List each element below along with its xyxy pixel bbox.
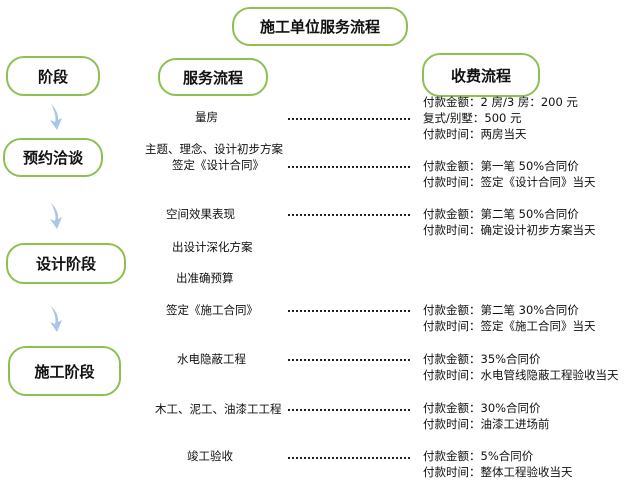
dotted-leader	[288, 166, 410, 168]
dotted-leader	[288, 457, 410, 459]
stage-header-label: 阶段	[37, 67, 68, 86]
fee-time: 付款时间：整体工程验收当天	[423, 465, 573, 479]
service-item: 签定《设计合同》	[172, 158, 264, 172]
fee-block: 付款金额：第二笔 30%合同价 付款时间：签定《施工合同》当天	[423, 302, 596, 334]
title-box: 施工单位服务流程	[232, 7, 408, 46]
arrow-down-icon	[50, 306, 62, 332]
fee-block: 付款金额：2 房/3 房：200 元 复式/别墅：500 元 付款时间：两房当天	[423, 94, 578, 142]
stage-box: 预约洽谈	[3, 138, 103, 177]
stage-box: 设计阶段	[6, 243, 126, 284]
fee-block: 付款金额：第一笔 50%合同价 付款时间：签定《设计合同》当天	[423, 158, 596, 190]
dotted-leader	[288, 359, 410, 361]
fee-amount: 付款金额：第二笔 50%合同价	[423, 207, 579, 221]
fee-amount: 复式/别墅：500 元	[423, 111, 522, 125]
fee-amount: 付款金额：5%合同价	[423, 449, 534, 463]
dotted-leader	[288, 118, 410, 120]
fee-time: 付款时间：水电管线隐蔽工程验收当天	[423, 368, 619, 382]
service-item: 量房	[195, 110, 218, 124]
service-item: 签定《施工合同》	[166, 303, 258, 317]
fee-amount: 付款金额：第二笔 30%合同价	[423, 303, 579, 317]
stage-label: 施工阶段	[34, 362, 95, 381]
stage-header: 阶段	[6, 56, 100, 96]
service-item: 木工、泥工、油漆工工程	[155, 402, 282, 416]
service-header: 服务流程	[158, 58, 268, 96]
fee-header-label: 收费流程	[450, 66, 511, 85]
arrow-down-icon	[50, 203, 62, 229]
dotted-leader	[288, 409, 410, 411]
fee-amount: 付款金额：35%合同价	[423, 352, 541, 366]
service-item: 竣工验收	[187, 449, 233, 463]
fee-block: 付款金额：5%合同价 付款时间：整体工程验收当天	[423, 448, 573, 480]
stage-box: 施工阶段	[8, 346, 121, 396]
dotted-leader	[288, 310, 410, 312]
service-item: 水电隐蔽工程	[177, 352, 246, 366]
fee-block: 付款金额：35%合同价 付款时间：水电管线隐蔽工程验收当天	[423, 351, 619, 383]
service-item: 空间效果表现	[166, 207, 235, 221]
fee-time: 付款时间：两房当天	[423, 127, 527, 141]
arrow-down-icon	[50, 104, 62, 130]
fee-block: 付款金额：第二笔 50%合同价 付款时间：确定设计初步方案当天	[423, 206, 596, 238]
fee-time: 付款时间：签定《施工合同》当天	[423, 319, 596, 333]
fee-time: 付款时间：油漆工进场前	[423, 417, 550, 431]
service-item: 出准确预算	[176, 271, 234, 285]
service-header-label: 服务流程	[182, 68, 243, 87]
fee-block: 付款金额：30%合同价 付款时间：油漆工进场前	[423, 400, 550, 432]
fee-time: 付款时间：确定设计初步方案当天	[423, 223, 596, 237]
title: 施工单位服务流程	[259, 18, 380, 36]
stage-label: 设计阶段	[35, 255, 96, 273]
dotted-leader	[288, 214, 410, 216]
fee-time: 付款时间：签定《设计合同》当天	[423, 175, 596, 189]
fee-amount: 付款金额：第一笔 50%合同价	[423, 159, 579, 173]
service-item: 出设计深化方案	[172, 240, 253, 254]
fee-header: 收费流程	[422, 53, 540, 97]
service-item: 主题、理念、设计初步方案	[145, 142, 283, 156]
fee-amount: 付款金额：2 房/3 房：200 元	[423, 95, 578, 109]
fee-amount: 付款金额：30%合同价	[423, 401, 541, 415]
stage-label: 预约洽谈	[22, 149, 83, 167]
